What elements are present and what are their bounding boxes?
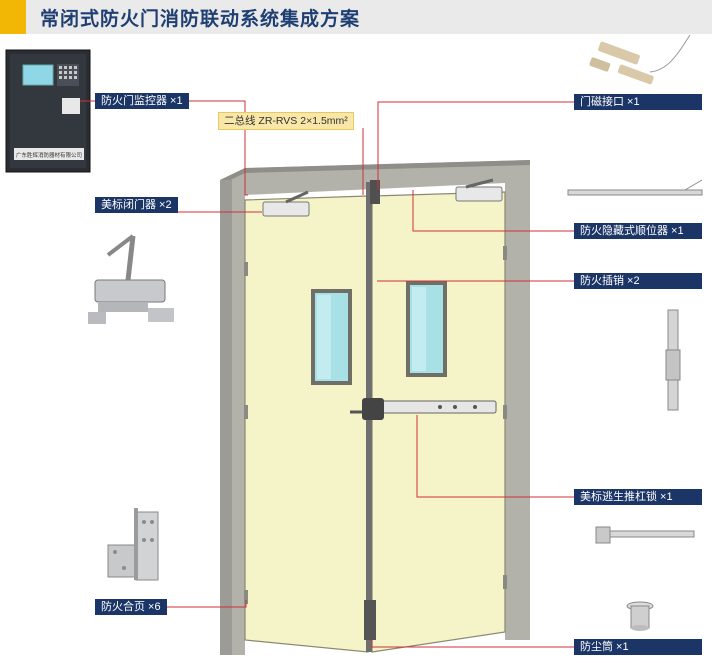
door-leaf-right [371,191,506,653]
bus-cable-label: 二总线 ZR-RVS 2×1.5mm² [218,112,354,130]
push-bar-product [595,526,695,544]
label-magnet: 门磁接口 ×1 [574,94,702,110]
window-right [406,281,447,377]
label-hinge: 防火合页 ×6 [95,599,167,615]
push-bar-on-door [350,398,497,420]
label-closer: 美标闭门器 ×2 [95,197,178,213]
door-frame-left [220,180,232,655]
door-closer-product [88,234,174,324]
door-magnet-product [589,34,691,85]
hinge-product [107,508,159,581]
flush-bolt-product [665,309,681,411]
monitor-caption: 广东胜辉消防器材有限公司 [16,151,82,159]
closer-left-on-door [262,190,310,217]
closer-right-on-door [455,178,503,202]
window-left [311,289,352,385]
sequencer-product [567,179,703,196]
label-monitor: 防火门监控器 ×1 [95,93,189,109]
label-sequencer: 防火隐藏式顺位器 ×1 [574,223,702,239]
door-leaf-left [244,195,369,653]
label-pushbar: 美标逃生推杠锁 ×1 [574,489,702,505]
label-dustcup: 防尘筒 ×1 [574,639,702,655]
fire-door-monitor-device: 广东胜辉消防器材有限公司 [5,49,91,173]
page-title: 常闭式防火门消防联动系统集成方案 [40,9,361,30]
dust-cup-product [626,601,654,631]
header-accent-bar [0,0,26,34]
label-bolt: 防火插销 ×2 [574,273,702,289]
header-banner: 常闭式防火门消防联动系统集成方案 [0,0,712,34]
